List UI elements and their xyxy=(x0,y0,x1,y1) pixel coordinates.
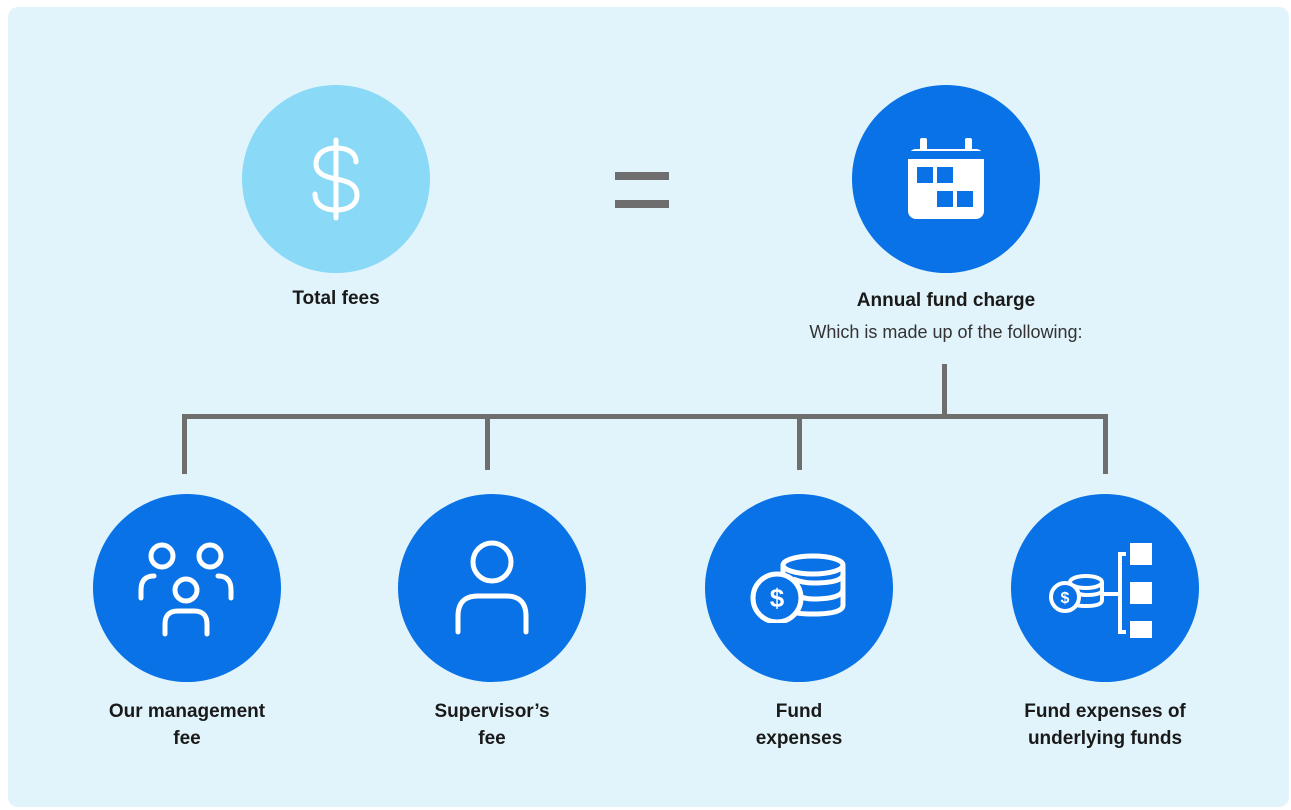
item-label-management: Our management fee xyxy=(67,698,307,752)
connector-branch-1 xyxy=(182,414,187,474)
svg-text:$: $ xyxy=(770,583,785,613)
annual-fund-charge-sublabel: Which is made up of the following: xyxy=(809,322,1083,342)
item-label-line2: fee xyxy=(478,728,506,749)
calendar-icon xyxy=(908,138,984,219)
item-label-line1: Our management xyxy=(108,701,266,722)
connector-horizontal xyxy=(182,414,1108,419)
item-label-line1: Supervisor’s xyxy=(434,701,550,722)
diagram-panel xyxy=(8,7,1289,807)
connector-trunk xyxy=(942,364,947,418)
item-label-line2: underlying funds xyxy=(1027,728,1183,749)
coins-stack-icon: $ xyxy=(750,553,846,623)
management-fee-circle xyxy=(93,494,281,682)
item-label-line1: Fund expenses of xyxy=(1024,701,1186,722)
total-fees-label: Total fees xyxy=(292,288,380,309)
annual-fund-charge-label: Annual fund charge xyxy=(856,290,1036,311)
dollar-sign-icon xyxy=(312,137,360,221)
connector-branch-2 xyxy=(485,414,490,470)
supervisors-fee-circle xyxy=(398,494,586,682)
annual-fund-charge-circle xyxy=(852,85,1040,273)
people-group-icon xyxy=(138,542,234,637)
equals-sign-top xyxy=(615,172,669,180)
item-label-fund-expenses: Fund expenses xyxy=(679,698,919,752)
coins-distribution-icon: $ xyxy=(1049,543,1152,638)
item-label-supervisor: Supervisor’s fee xyxy=(372,698,612,752)
connector-branch-3 xyxy=(797,414,802,470)
equals-sign-bottom xyxy=(615,200,669,208)
svg-text:$: $ xyxy=(1061,590,1070,607)
connector-branch-4 xyxy=(1103,414,1108,474)
underlying-funds-circle: $ xyxy=(1011,494,1199,682)
person-icon xyxy=(455,540,529,635)
item-label-line1: Fund xyxy=(775,701,823,722)
item-label-underlying: Fund expenses of underlying funds xyxy=(975,698,1235,752)
item-label-line2: expenses xyxy=(755,728,843,749)
fund-expenses-circle: $ xyxy=(705,494,893,682)
total-fees-circle xyxy=(242,85,430,273)
item-label-line2: fee xyxy=(173,728,201,749)
